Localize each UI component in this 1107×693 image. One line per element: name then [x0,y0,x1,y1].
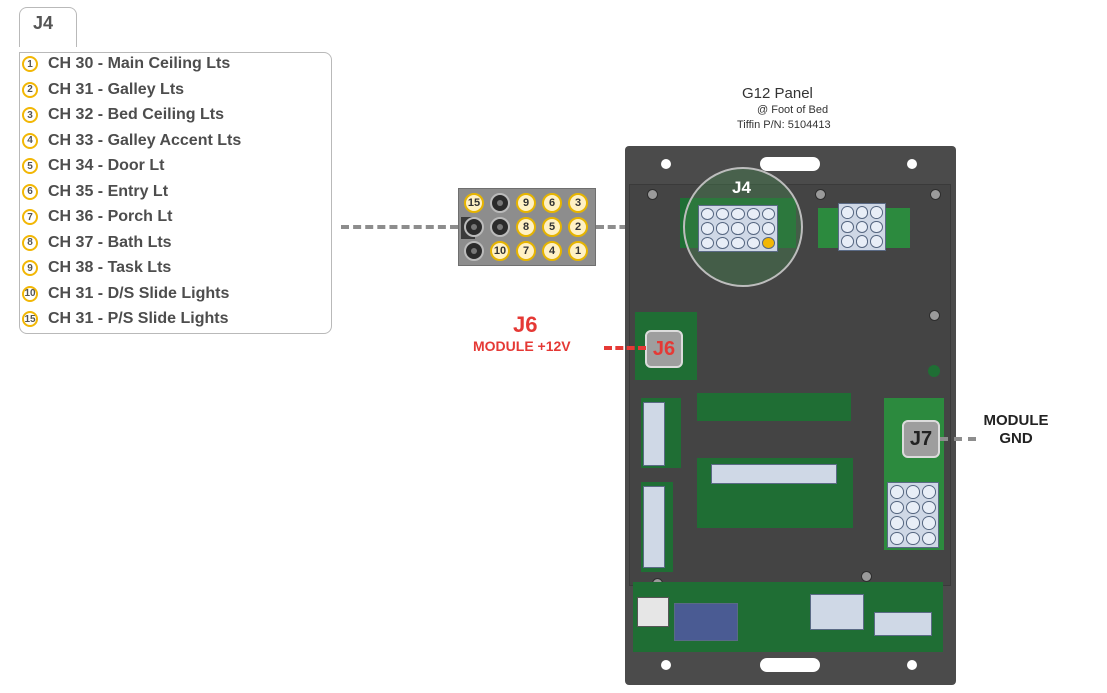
left-header-upper [643,402,665,466]
pin-number-badge: 8 [22,234,38,251]
left-header-lower [643,486,665,568]
connector-lead-line [341,225,458,229]
panel-location: @ Foot of Bed [757,104,829,116]
legend-box [19,52,332,334]
connector-pin: 15 [464,193,484,213]
legend-item-label: CH 34 - Door Lt [48,157,165,174]
connector-pin-empty [490,217,510,237]
pin-number-badge: 3 [22,107,38,123]
legend-item: 6 CH 35 - Entry Lt [22,179,168,205]
pin-number-badge: 9 [22,260,38,276]
pin-number-badge: 5 [22,158,38,174]
connector-pin: 10 [490,241,510,261]
j7-lead-line [940,437,976,441]
legend-item: 8 CH 37 - Bath Lts [22,230,172,256]
j4-panel-label: J4 [732,178,751,197]
screw [930,189,941,200]
pin-number-badge: 6 [22,183,38,200]
screw [815,189,826,200]
legend-item-label: CH 31 - D/S Slide Lights [48,284,230,302]
connector-pin: 7 [516,241,536,261]
connector-pin: 9 [516,193,536,213]
screw [647,189,658,200]
connector-pin: 3 [568,193,588,213]
bottom-fuse-block [674,603,738,641]
connector-pin: 1 [568,241,588,261]
legend-item-label: CH 35 - Entry Lt [48,182,169,200]
j6-title: J6 [513,312,538,337]
connector-pin: 4 [542,241,562,261]
panel-part-number: Tiffin P/N: 5104413 [737,119,831,131]
mount-slot-bottom [760,658,820,672]
bottom-left-connector [637,597,669,627]
legend-item: 2 CH 31 - Galley Lts [22,77,184,103]
legend-item: 4 CH 33 - Galley Accent Lts [22,128,241,154]
mount-hole [907,159,917,169]
j4-terminal-block [698,205,778,252]
legend-item-label: CH 31 - Galley Lts [48,80,185,98]
legend-item: 9 CH 38 - Task Lts [22,255,171,281]
j7-label-line2: GND [999,430,1033,447]
indicator [928,365,940,377]
j7-label: MODULE GND [983,412,1049,448]
legend-item-label: CH 33 - Galley Accent Lts [48,131,242,149]
legend-tab-label: J4 [33,13,54,33]
legend-item: 5 CH 34 - Door Lt [22,153,164,179]
connector-pin: 2 [568,217,588,237]
mid-pcb-strip [697,393,851,421]
connector-pin: 8 [516,217,536,237]
screw [929,310,940,321]
mount-hole [661,159,671,169]
connector-pin: 6 [542,193,562,213]
j7-post: J7 [902,420,940,458]
j7-label-line1: MODULE [983,412,1049,429]
legend-item: 7 CH 36 - Porch Lt [22,204,172,230]
aux-terminal-block [838,203,886,251]
j6-subtitle: MODULE +12V [473,338,571,354]
legend-tab [19,7,77,47]
j7-terminal-block [887,482,939,548]
legend-item: 10 CH 31 - D/S Slide Lights [22,281,229,307]
connector-pin-empty [464,241,484,261]
j6-lead-line [604,346,646,350]
legend-item-label: CH 37 - Bath Lts [48,233,172,251]
pin-number-badge: 7 [22,209,38,225]
pin-number-badge: 1 [22,56,38,72]
mount-slot-top [760,157,820,171]
j6-post: J6 [645,330,683,368]
connector-pin: 5 [542,217,562,237]
mount-hole [661,660,671,670]
mount-hole [907,660,917,670]
connector-pin-empty [464,217,484,237]
bottom-right-connector [874,612,932,636]
pin-number-badge: 15 [22,311,38,327]
bottom-mid-connector [810,594,864,630]
center-header [711,464,837,484]
legend-item-label: CH 32 - Bed Ceiling Lts [48,106,225,123]
legend-item: 15 CH 31 - P/S Slide Lights [22,306,228,332]
legend-item-label: CH 38 - Task Lts [48,259,172,276]
panel-title: G12 Panel [742,85,813,102]
connector-pin-empty [490,193,510,213]
screw [861,571,872,582]
legend-item: 3 CH 32 - Bed Ceiling Lts [22,102,224,128]
legend-item-label: CH 36 - Porch Lt [48,208,173,225]
pin-number-badge: 4 [22,132,38,149]
legend-item-label: CH 31 - P/S Slide Lights [48,310,229,327]
legend-item-label: CH 30 - Main Ceiling Lts [48,55,231,72]
legend-item: 1 CH 30 - Main Ceiling Lts [22,51,230,77]
pin-number-badge: 2 [22,81,38,98]
pin-number-badge: 10 [22,285,38,302]
